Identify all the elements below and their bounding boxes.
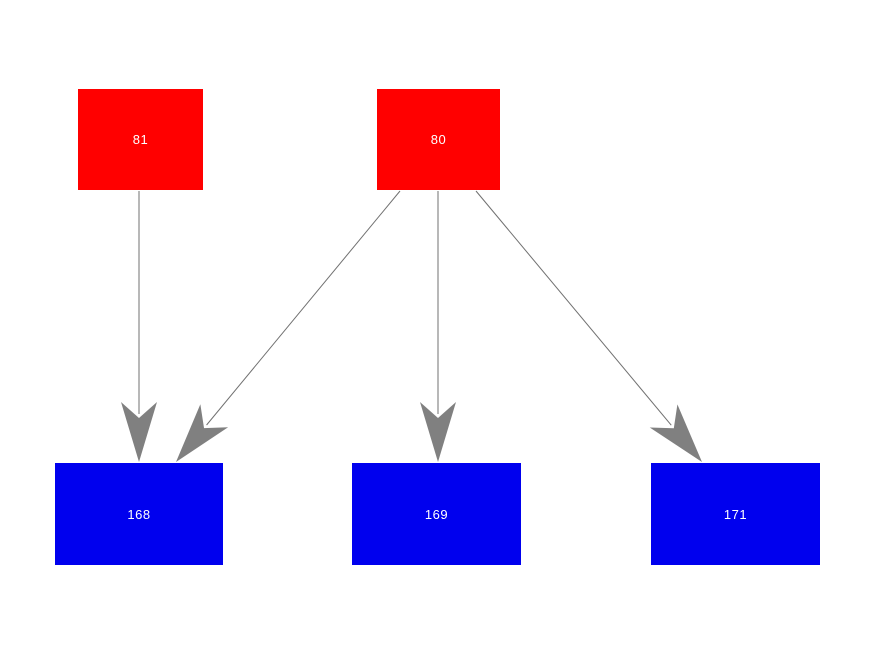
node-81[interactable]: 81 xyxy=(78,89,203,190)
node-label: 169 xyxy=(424,506,449,522)
node-label: 81 xyxy=(132,132,149,147)
node-171[interactable]: 171 xyxy=(651,463,820,565)
edge-arrowhead-80-to-171 xyxy=(649,404,702,462)
edge-lines-group xyxy=(138,190,672,426)
node-80[interactable]: 80 xyxy=(377,89,500,190)
edge-arrowhead-80-to-168 xyxy=(176,404,229,462)
node-label: 171 xyxy=(723,506,748,522)
edge-arrowhead-81-to-168 xyxy=(121,402,157,462)
node-label: 168 xyxy=(127,506,151,522)
node-169[interactable]: 169 xyxy=(352,463,521,565)
node-168[interactable]: 168 xyxy=(55,463,223,565)
node-label: 80 xyxy=(430,132,447,147)
edge-arrowheads-group xyxy=(121,402,702,462)
edge-arrowhead-80-to-169 xyxy=(420,402,456,462)
edge-line-80-to-171 xyxy=(475,190,672,426)
edge-line-80-to-168 xyxy=(206,190,401,426)
